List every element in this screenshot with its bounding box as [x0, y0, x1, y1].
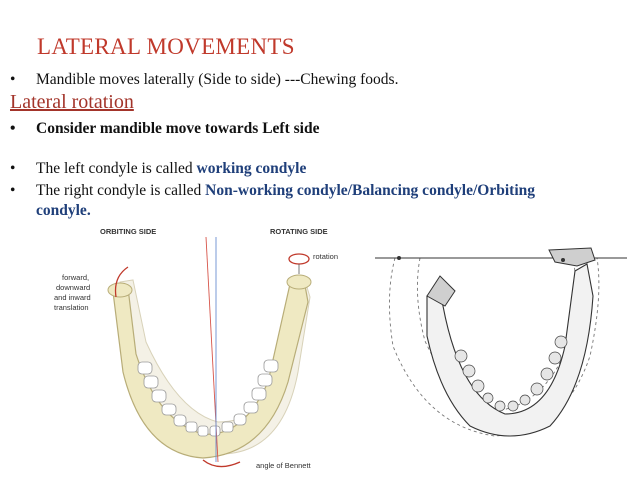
- label-translation: translation: [54, 303, 89, 312]
- mandible-rotation-figure: ORBITING SIDE ROTATING SIDE rotation for…: [54, 227, 338, 470]
- rotation-arrow: [288, 253, 310, 265]
- non-working-condyle-term-end: condyle: [36, 202, 87, 219]
- bullet-line-4: • The right condyle is called Non-working…: [10, 181, 535, 200]
- bullet-line-4-continued: condyle.: [10, 201, 91, 220]
- bullet-text: The left condyle is called: [36, 160, 197, 177]
- label-downward: downward: [56, 283, 90, 292]
- bullet-line-3: • The left condyle is called working cond…: [10, 159, 306, 178]
- condyle-point: [561, 258, 565, 262]
- label-and-inward: and inward: [54, 293, 91, 302]
- label-orbiting-side: ORBITING SIDE: [100, 227, 156, 236]
- bennett-angle-arc: [202, 459, 241, 468]
- bullet-marker: •: [10, 71, 16, 88]
- bullet-text: Mandible moves laterally (Side to side) …: [36, 71, 399, 88]
- bullet-text: Consider mandible move towards Left side: [36, 120, 320, 137]
- label-angle-of-bennett: angle of Bennett: [256, 461, 312, 470]
- bullet-marker: •: [10, 160, 16, 177]
- subheading-lateral-rotation: Lateral rotation: [10, 91, 134, 113]
- dashed-outline: [389, 257, 600, 437]
- rotating-condyle: [286, 274, 312, 290]
- bullet-marker: •: [10, 120, 16, 137]
- reference-point: [397, 256, 401, 260]
- period: .: [86, 202, 91, 219]
- working-condyle-term: working condyle: [196, 160, 307, 177]
- translation-arrow: [114, 266, 129, 298]
- label-rotating-side: ROTATING SIDE: [270, 227, 328, 236]
- bullet-text: The right condyle is called: [36, 182, 206, 199]
- mandible-line-drawing: [375, 247, 627, 437]
- bullet-line-2: • Consider mandible move towards Left sid…: [10, 119, 319, 138]
- bullet-line-1: • Mandible moves laterally (Side to side)…: [10, 70, 398, 89]
- teeth-left-row: [137, 361, 209, 437]
- label-rotation: rotation: [313, 252, 338, 261]
- slide-title: LATERAL MOVEMENTS: [37, 34, 295, 59]
- bullet-marker: •: [10, 182, 16, 199]
- non-working-condyle-term: Non-working condyle/Balancing condyle/Or…: [205, 182, 536, 199]
- orbiting-condyle: [107, 282, 133, 298]
- mandible-bone: [112, 279, 309, 459]
- label-forward: forward,: [62, 273, 89, 282]
- left-condyle: [426, 275, 456, 307]
- right-condyle: [548, 247, 596, 267]
- teeth-outline: [454, 335, 568, 412]
- teeth-right-row: [209, 359, 279, 437]
